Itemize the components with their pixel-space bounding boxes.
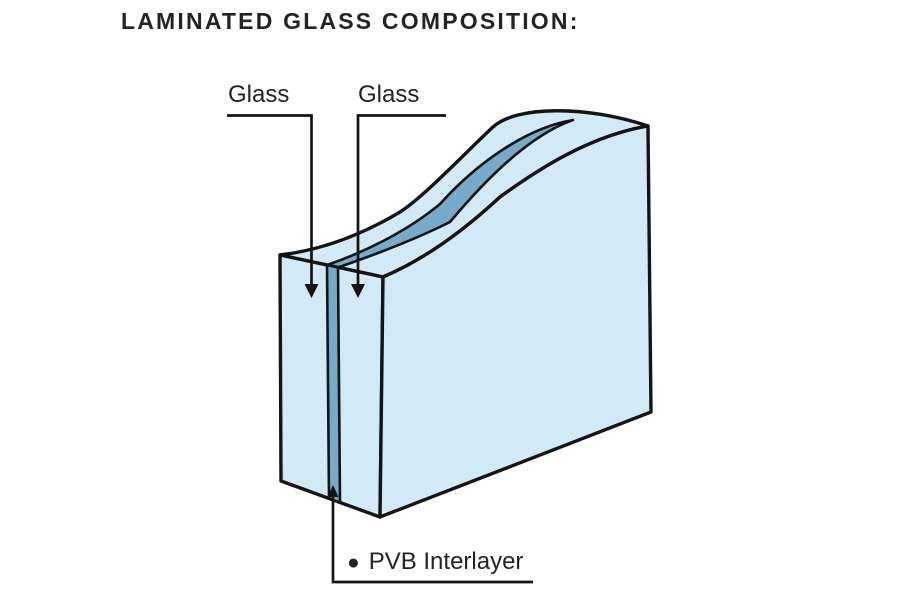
glass-right-label: Glass [358,81,420,108]
pvb-interlayer-label: ● PVB Interlayer [347,550,523,574]
leader-line-glass-left [227,114,313,285]
bullet-dot-icon: ● [347,550,360,574]
page-title: LAMINATED GLASS COMPOSITION: [121,8,580,34]
glass-front-face [378,124,653,519]
pvb-interlayer-label-text: PVB Interlayer [368,548,524,575]
pvb-interlayer-top-band [325,118,575,269]
glass-left-label: Glass [228,81,290,108]
arrow-up-icon-pvb [327,485,339,497]
arrow-down-icon-left [304,284,319,298]
leader-line-glass-right [356,114,446,285]
leader-line-pvb [331,495,533,584]
pvb-interlayer-edge-stripe [325,263,342,504]
arrow-down-icon-right [351,284,365,298]
